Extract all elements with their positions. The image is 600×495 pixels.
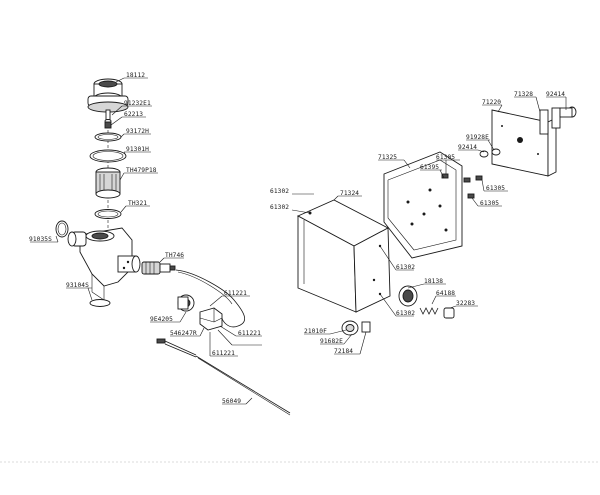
label-93172h: 93172H <box>126 128 149 135</box>
label-64188: 64188 <box>436 290 455 297</box>
part-cartridge-th479p18 <box>95 167 121 199</box>
part-coil-9e4205 <box>177 294 195 312</box>
label-91232e1: 91232E1 <box>124 100 151 107</box>
left-labels: 18112 91232E1 62213 93172H 91301H TH479P… <box>29 72 261 405</box>
label-93104s: 93104S <box>66 282 89 289</box>
part-fitting-th746 <box>141 261 176 275</box>
label-32283: 32283 <box>456 300 475 307</box>
part-32283 <box>443 307 455 319</box>
label-71220: 71220 <box>482 99 501 106</box>
part-72184 <box>361 321 371 333</box>
label-611221-c: 611221 <box>212 350 235 357</box>
label-61302-a: 61302 <box>270 188 289 195</box>
label-546247r: 546247R <box>170 330 197 337</box>
label-61302-b: 61302 <box>270 204 289 211</box>
label-71325: 71325 <box>378 154 397 161</box>
label-56049: 56049 <box>222 398 241 405</box>
wire-loop <box>175 269 246 328</box>
enclosure-assembly <box>296 106 577 336</box>
label-91301h: 91301H <box>126 146 149 153</box>
label-71328: 71328 <box>514 91 533 98</box>
part-knob-18138 <box>398 285 418 307</box>
label-61395: 61395 <box>420 164 439 171</box>
part-cap-18112 <box>87 78 129 113</box>
part-washer-21010f <box>341 320 359 336</box>
label-92414-b: 92414 <box>458 144 477 151</box>
part-bracket-71220 <box>491 106 577 177</box>
left-leader-lines <box>30 77 262 405</box>
right-leader-lines <box>291 96 567 355</box>
label-61305-b: 61305 <box>486 185 505 192</box>
label-th321: TH321 <box>128 200 147 207</box>
label-61305-a: 61305 <box>436 154 455 161</box>
label-th746: TH746 <box>165 252 184 259</box>
label-21010f: 21010F <box>304 328 327 335</box>
label-18112: 18112 <box>126 72 145 79</box>
label-th479p18: TH479P18 <box>126 167 157 174</box>
label-91682e: 91682E <box>320 338 343 345</box>
label-92414-a: 92414 <box>546 91 565 98</box>
label-18138: 18138 <box>424 278 443 285</box>
label-611221-a: 611221 <box>224 290 247 297</box>
label-91035s: 91035S <box>29 236 52 243</box>
label-72184: 72184 <box>334 348 353 355</box>
part-valve-body <box>67 227 141 301</box>
label-61302-c: 61302 <box>396 264 415 271</box>
part-plate-71325 <box>383 151 463 259</box>
valve-assembly <box>55 78 291 416</box>
label-71324: 71324 <box>340 190 359 197</box>
part-probe-56049 <box>156 338 291 416</box>
part-screws-61305 <box>441 148 501 199</box>
label-611221-b: 611221 <box>238 330 261 337</box>
label-9e4205: 9E4205 <box>150 316 173 323</box>
part-oring-93104s <box>89 299 111 307</box>
part-pin-91232e1 <box>104 109 112 123</box>
part-block-546247r <box>199 307 223 331</box>
part-cover-71324 <box>296 199 391 313</box>
label-61305-c: 61305 <box>480 200 499 207</box>
right-labels: 71328 92414 71220 91928E 92414 71325 613… <box>270 91 565 355</box>
label-91928e: 91928E <box>466 134 489 141</box>
label-62213: 62213 <box>124 111 143 118</box>
part-spring-64188 <box>419 307 439 315</box>
part-62213 <box>104 121 112 129</box>
label-61302-d: 61302 <box>396 310 415 317</box>
